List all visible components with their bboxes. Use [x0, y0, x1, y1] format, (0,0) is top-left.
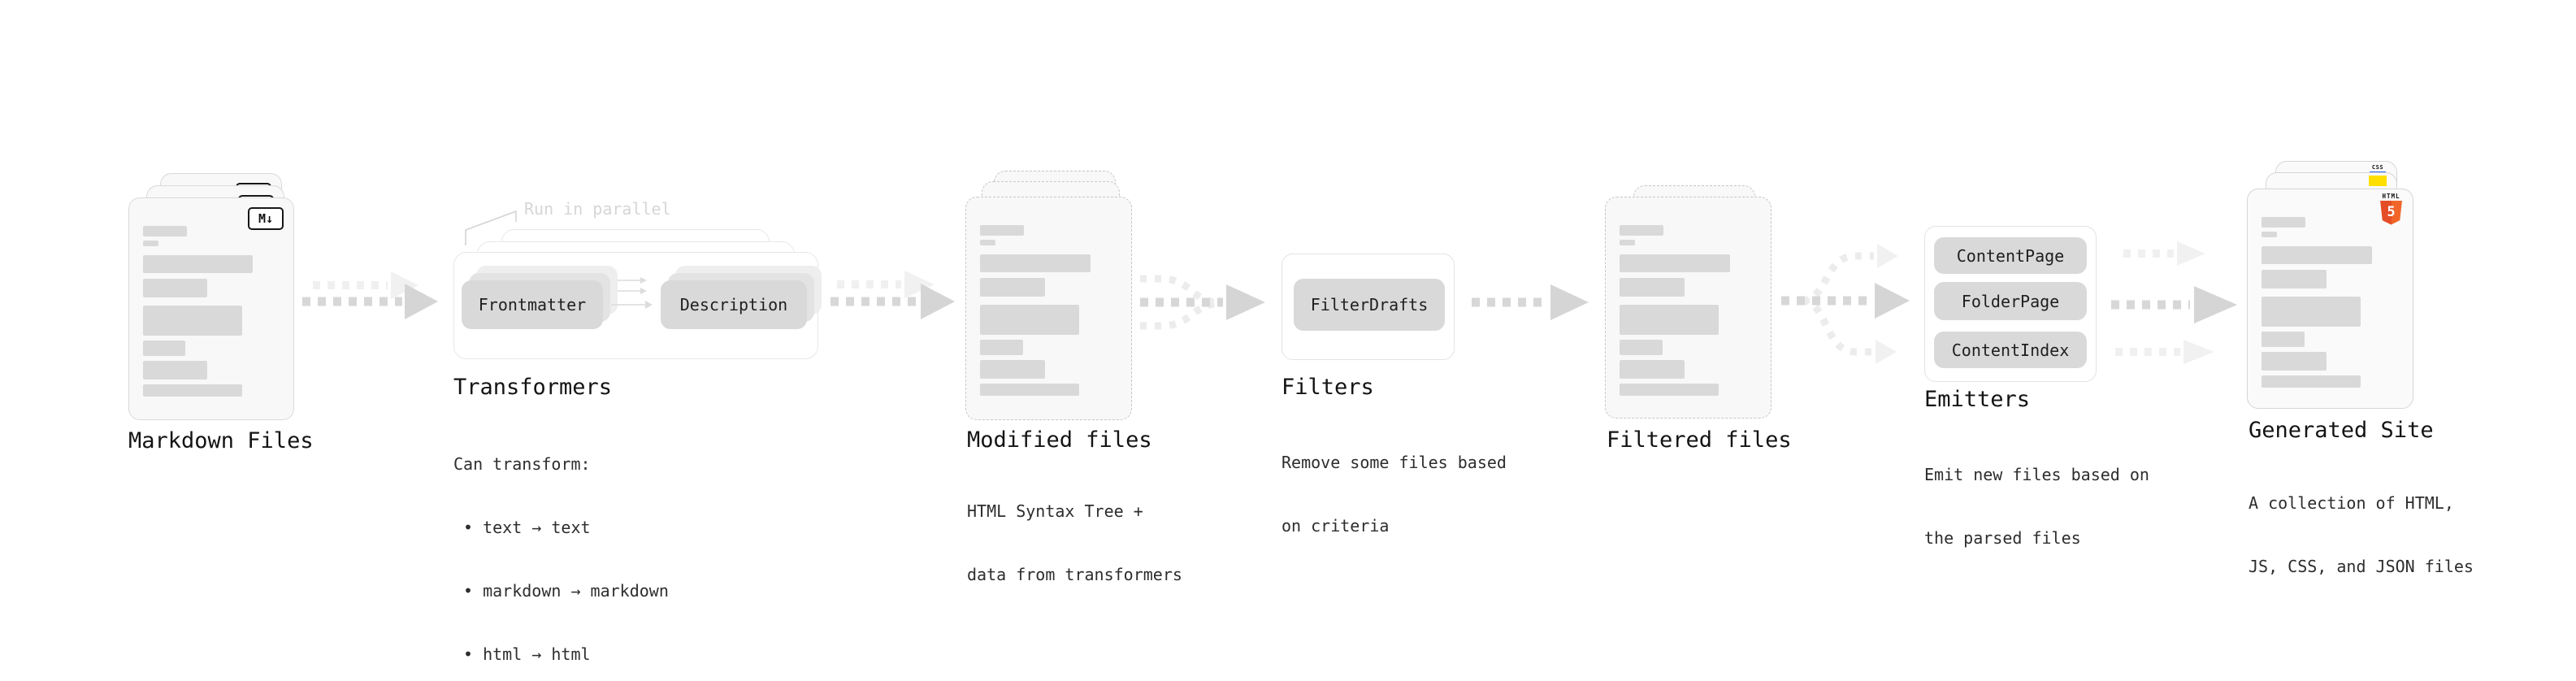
- emitter-contentindex-box: ContentIndex: [1934, 332, 2087, 368]
- content-bar: [980, 278, 1045, 297]
- content-bar: [980, 240, 995, 245]
- emitters-label: Emitters: [1924, 387, 2031, 412]
- generated-site-stack: CSS HTML 5: [2247, 161, 2413, 409]
- content-bar: [980, 384, 1080, 396]
- js-icon: [2369, 176, 2387, 186]
- arrow-markdown-to-transformers: [302, 271, 438, 319]
- modified-file-stack: [965, 171, 1132, 420]
- content-bar: [2262, 375, 2361, 388]
- content-bar: [2262, 232, 2277, 237]
- content-bar: [1620, 384, 1720, 396]
- filtered-files-label: Filtered files: [1607, 427, 1792, 453]
- markdown-file-stack: M↓ M↓ M↓: [128, 173, 294, 420]
- filters-description: Remove some files based on criteria: [1281, 453, 1507, 536]
- content-bar: [980, 340, 1023, 355]
- filters-group: FilterDrafts: [1281, 254, 1455, 360]
- document-content-placeholder: [980, 225, 1118, 396]
- content-bar: [2262, 297, 2361, 327]
- html5-icon: HTML 5: [2380, 193, 2402, 225]
- transformer-frontmatter-box: Frontmatter: [462, 280, 603, 329]
- modified-files-label: Modified files: [967, 427, 1152, 453]
- content-bar: [1620, 360, 1685, 379]
- transformers-label: Transformers: [453, 375, 613, 400]
- content-bar: [143, 306, 242, 336]
- content-bar: [1620, 240, 1635, 245]
- generated-site-description: A collection of HTML, JS, CSS, and JSON …: [2249, 493, 2474, 576]
- transformers-group: Run in parallel Frontmatter Description: [453, 197, 827, 376]
- content-bar: [143, 384, 242, 397]
- content-bar: [1620, 340, 1663, 355]
- content-bar: [2262, 352, 2327, 371]
- callout-leader-line: [465, 210, 517, 245]
- parallel-arrows-icon: [611, 277, 653, 309]
- document-content-placeholder: [1620, 225, 1758, 396]
- arrow-transformers-to-modified: [830, 271, 955, 319]
- markdown-file-front: M↓: [128, 197, 294, 420]
- content-bar: [2262, 332, 2305, 347]
- filter-drafts-box: FilterDrafts: [1294, 279, 1445, 331]
- modified-files-description: HTML Syntax Tree + data from transformer…: [967, 501, 1182, 584]
- emitter-contentpage-box: ContentPage: [1934, 237, 2087, 274]
- content-bar: [143, 361, 208, 380]
- content-bar: [143, 340, 186, 356]
- markdown-files-label: Markdown Files: [128, 428, 314, 453]
- content-bar: [2262, 217, 2306, 228]
- content-bar: [1620, 278, 1685, 297]
- run-in-parallel-label: Run in parallel: [524, 199, 671, 219]
- content-bar: [143, 241, 158, 246]
- transformers-description: Can transform: • text → text • markdown …: [453, 454, 669, 664]
- emitters-description: Emit new files based on the parsed files: [1924, 465, 2149, 548]
- document-content-placeholder: [2262, 217, 2400, 388]
- filters-label: Filters: [1281, 375, 1374, 400]
- content-bar: [980, 225, 1025, 236]
- document-content-placeholder: [143, 226, 280, 397]
- generated-site-label: Generated Site: [2249, 418, 2434, 443]
- content-bar: [1620, 254, 1730, 272]
- content-bar: [980, 254, 1091, 272]
- transformer-description-box: Description: [661, 280, 807, 329]
- content-bar: [1620, 305, 1720, 335]
- content-bar: [143, 226, 188, 236]
- content-bar: [2262, 270, 2327, 288]
- arrow-filters-to-filtered: [1472, 284, 1589, 320]
- arrow-filtered-to-emitters: [1781, 244, 1910, 364]
- filtered-file-stack: [1605, 185, 1772, 419]
- content-bar: [980, 305, 1080, 335]
- content-bar: [143, 255, 254, 273]
- markdown-icon: M↓: [248, 207, 284, 230]
- arrow-modified-to-filters: [1140, 275, 1265, 330]
- content-bar: [143, 279, 208, 297]
- content-bar: [1620, 225, 1664, 236]
- content-bar: [2262, 246, 2372, 264]
- emitter-folderpage-box: FolderPage: [1934, 282, 2087, 320]
- content-bar: [980, 360, 1045, 379]
- modified-file-front: [965, 197, 1132, 420]
- html-file: HTML 5: [2247, 189, 2413, 409]
- emitters-group: ContentPage FolderPage ContentIndex: [1924, 226, 2097, 382]
- filtered-file-front: [1605, 197, 1772, 419]
- arrow-emitters-to-generated: [2111, 241, 2237, 364]
